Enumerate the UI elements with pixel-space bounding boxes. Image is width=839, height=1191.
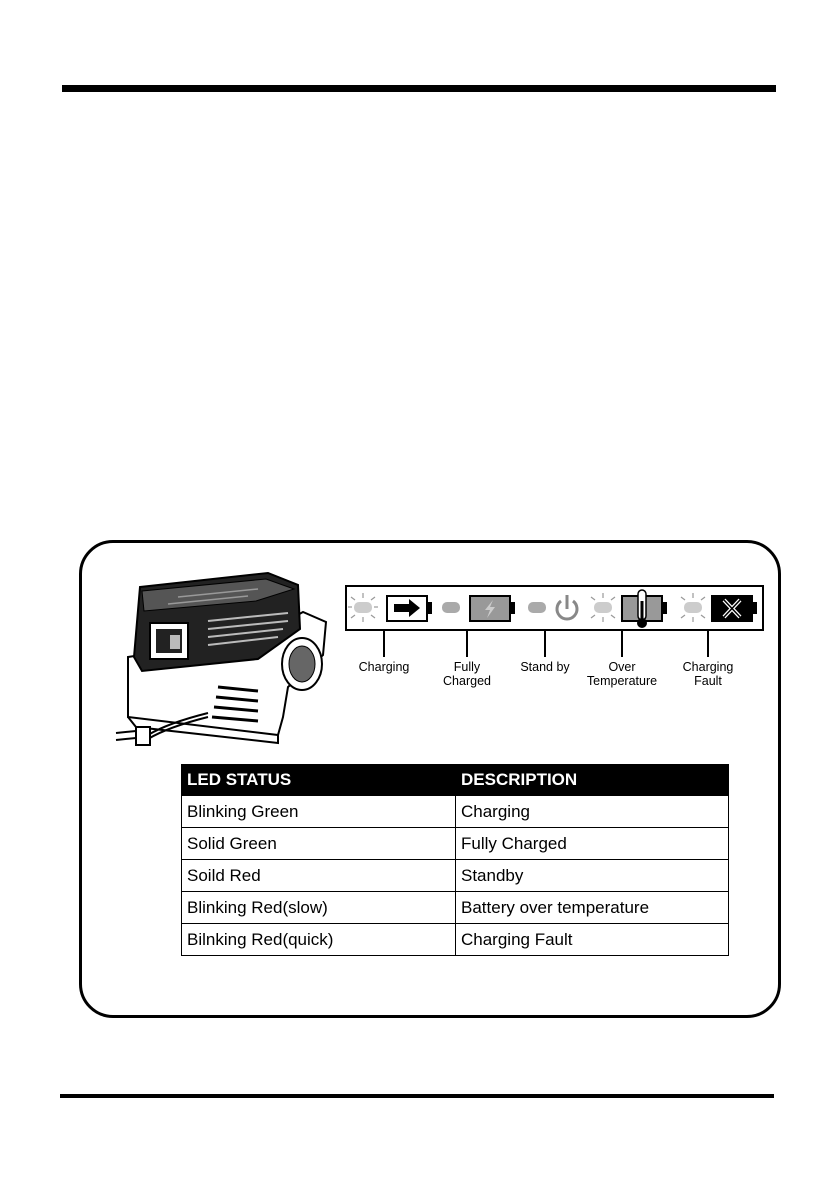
battery-charging-arrow-icon <box>387 596 432 621</box>
table-header-row: LED STATUS DESCRIPTION <box>182 765 729 796</box>
description-cell: Fully Charged <box>456 828 729 860</box>
battery-charger-illustration <box>108 567 338 755</box>
description-cell: Charging <box>456 796 729 828</box>
blinking-led-icon <box>348 593 378 622</box>
battery-full-lightning-icon <box>470 596 515 621</box>
blinking-led-icon <box>681 593 705 622</box>
solid-led-icon <box>442 602 460 613</box>
battery-x-icon <box>712 596 757 621</box>
led-status-cell: Soild Red <box>182 860 456 892</box>
led-status-table: LED STATUS DESCRIPTION Blinking Green Ch… <box>181 764 729 956</box>
table-row: Blinking Red(slow) Battery over temperat… <box>182 892 729 924</box>
top-rule <box>62 85 776 92</box>
led-status-cell: Bilnking Red(quick) <box>182 924 456 956</box>
column-header-led-status: LED STATUS <box>182 765 456 796</box>
blinking-led-icon <box>591 593 615 622</box>
led-status-cell: Blinking Green <box>182 796 456 828</box>
power-icon <box>557 595 577 619</box>
battery-thermometer-icon <box>622 590 667 628</box>
description-cell: Standby <box>456 860 729 892</box>
table-row: Solid Green Fully Charged <box>182 828 729 860</box>
description-cell: Battery over temperature <box>456 892 729 924</box>
table-row: Soild Red Standby <box>182 860 729 892</box>
description-cell: Charging Fault <box>456 924 729 956</box>
indicator-label-stand-by: Stand by <box>520 660 569 674</box>
indicator-pointer-lines <box>345 629 765 661</box>
table-row: Blinking Green Charging <box>182 796 729 828</box>
indicator-label-charging: Charging <box>359 660 410 674</box>
led-indicator-strip <box>345 585 764 631</box>
bottom-rule <box>60 1094 774 1098</box>
column-header-description: DESCRIPTION <box>456 765 729 796</box>
led-status-cell: Solid Green <box>182 828 456 860</box>
led-status-cell: Blinking Red(slow) <box>182 892 456 924</box>
table-row: Bilnking Red(quick) Charging Fault <box>182 924 729 956</box>
solid-led-icon <box>528 602 546 613</box>
